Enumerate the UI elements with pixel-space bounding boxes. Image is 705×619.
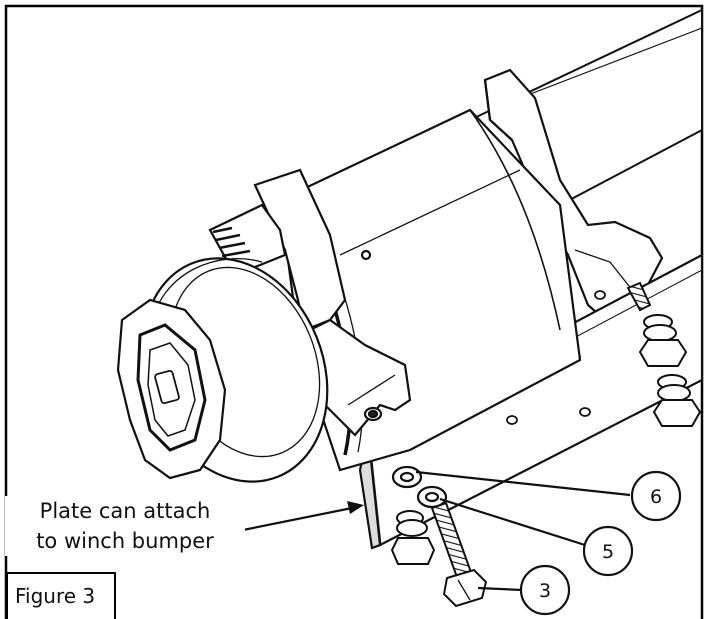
plate-caption: Plate can attach to winch bumper xyxy=(5,496,245,556)
clutch-face xyxy=(116,298,227,480)
lower-lug xyxy=(298,318,412,437)
callout-number-5: 5 xyxy=(602,541,614,563)
callout-balloon-3: 3 xyxy=(519,564,571,616)
figure-label: Figure 3 xyxy=(6,572,116,619)
gearbox-block xyxy=(208,168,347,332)
leader-lines xyxy=(242,470,631,592)
right-hardware-upper xyxy=(626,281,688,367)
callout-balloon-5: 5 xyxy=(582,525,634,577)
arrow-head xyxy=(347,501,364,514)
callout-number-6: 6 xyxy=(650,486,662,508)
lower-nut-stack xyxy=(390,510,436,565)
right-hardware-lower xyxy=(652,374,702,427)
callout-balloon-6: 6 xyxy=(630,470,682,522)
caption-line-1: Plate can attach xyxy=(39,499,211,523)
caption-line-2: to winch bumper xyxy=(36,529,214,553)
bolt-3 xyxy=(430,501,488,608)
washer-6 xyxy=(391,465,423,489)
callout-number-3: 3 xyxy=(539,580,551,602)
